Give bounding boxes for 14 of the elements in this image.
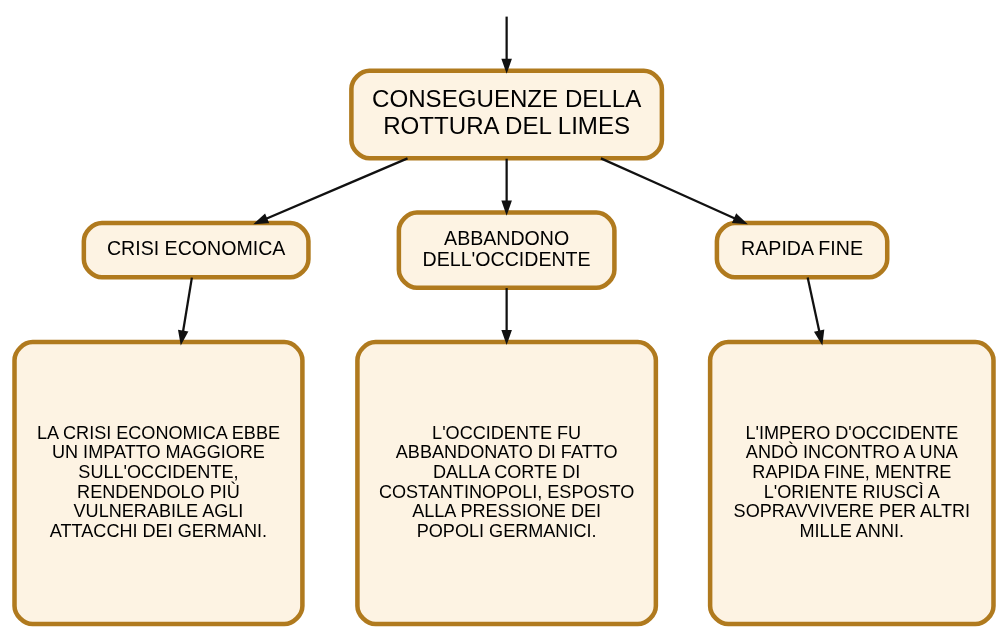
node-box: CONSEGUENZE DELLA ROTTURA DEL LIMES [349,68,665,160]
node-box: LA CRISI ECONOMICA EBBE UN IMPATTO MAGGIORE SULL'OCCIDENTE, RENDENDOLO PIÙ VULNERABILE AGLI ATTACCHI DEI GERMANI. [12,339,305,626]
arrow [178,276,193,345]
node-box: CRISI ECONOMICA [81,220,311,280]
arrow [501,287,512,345]
arrow [501,16,512,74]
arrow [253,156,408,224]
arrow [806,276,825,345]
arrow [600,156,748,224]
node-box: L'IMPERO D'OCCIDENTE ANDÒ INCONTRO A UNA RAPIDA FINE, MENTRE L'ORIENTE RIUSCÌ A SOPRAVVIVERE PER ALTRI MILLE ANNI. [707,339,996,626]
arrow [501,158,512,216]
node-box: ABBANDONO DELL'OCCIDENTE [396,209,617,290]
node-box: RAPIDA FINE [714,220,890,280]
node-box: L'OCCIDENTE FU ABBANDONATO DI FATTO DALLA CORTE DI COSTANTINOPOLI, ESPOSTO ALLA PRESSIONE DEI POPOLI GERMANICI. [355,339,659,626]
